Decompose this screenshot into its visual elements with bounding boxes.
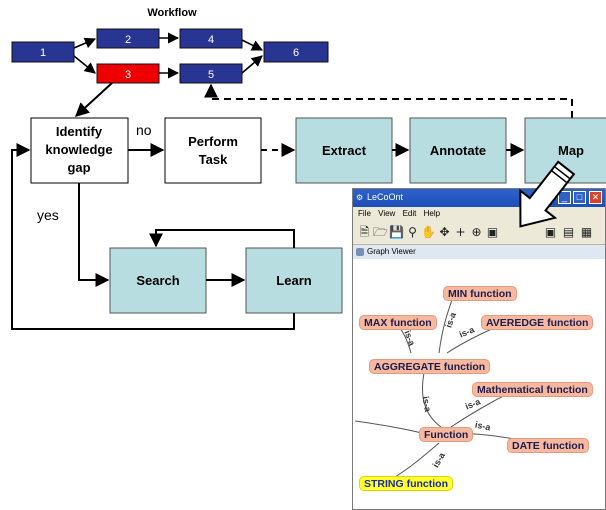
workflow-node-4: 4 xyxy=(179,28,243,49)
hand-icon[interactable]: ✋ xyxy=(421,225,436,239)
open-folder-icon[interactable]: 🗁 xyxy=(373,225,388,239)
new-file-icon[interactable]: 🗎 xyxy=(359,225,370,239)
dashed-feedback-arrow xyxy=(204,83,573,118)
perform-line-1: Perform xyxy=(188,134,238,149)
workflow-node-3-label: 3 xyxy=(125,69,131,81)
window-title: LeCoOnt xyxy=(367,192,404,202)
toolbar: 🗎 🗁 💾 ⚲ ✋ ✥ + ⊕ ▣ ▣ ▤ ▦ xyxy=(353,221,605,245)
extract-box: Extract xyxy=(295,117,393,184)
yes-label: yes xyxy=(37,207,59,223)
perform-task-box: Perform Task xyxy=(164,117,262,184)
lecoont-window: ⚙ LeCoOnt _ □ ✕ File View Edit Help 🗎 🗁 … xyxy=(352,188,606,510)
menu-view[interactable]: View xyxy=(378,209,396,218)
move-icon[interactable]: ✥ xyxy=(439,225,450,239)
zoom-icon[interactable]: ⚲ xyxy=(408,225,417,239)
identify-line-2: knowledge xyxy=(45,142,112,157)
search-box: Search xyxy=(109,247,207,314)
layout-icon[interactable]: ▣ xyxy=(486,225,499,239)
graph-node-mathematical[interactable]: Mathematical function xyxy=(472,382,593,397)
annotate-label: Annotate xyxy=(430,143,486,158)
workflow-node-1: 1 xyxy=(11,41,75,63)
workflow-node-5-label: 5 xyxy=(208,69,214,81)
menu-bar: File View Edit Help xyxy=(353,207,605,221)
save-icon[interactable]: 💾 xyxy=(389,225,404,239)
close-button[interactable]: ✕ xyxy=(589,191,602,204)
workflow-node-4-label: 4 xyxy=(208,34,214,46)
minimize-button[interactable]: _ xyxy=(558,191,571,204)
workflow-arrows xyxy=(73,32,264,117)
graph-node-aggregate[interactable]: AGGREGATE function xyxy=(369,359,491,374)
maximize-button[interactable]: □ xyxy=(573,191,586,204)
graph-node-averedge[interactable]: AVEREDGE function xyxy=(481,315,594,330)
graph-node-function[interactable]: Function xyxy=(419,427,474,442)
menu-help[interactable]: Help xyxy=(423,209,441,218)
menu-edit[interactable]: Edit xyxy=(402,209,417,218)
extract-label: Extract xyxy=(322,143,367,158)
process-arrows xyxy=(11,143,525,330)
identify-knowledge-gap-box: Identify knowledge gap xyxy=(30,117,129,184)
graph-node-max[interactable]: MAX function xyxy=(359,315,437,330)
annotate-box: Annotate xyxy=(409,117,507,184)
graph-viewer-title: Graph Viewer xyxy=(367,247,416,256)
workflow-node-2-label: 2 xyxy=(125,34,131,46)
workflow-node-6: 6 xyxy=(263,41,329,63)
graph-node-min[interactable]: MIN function xyxy=(443,286,517,301)
split-icon[interactable]: ▦ xyxy=(580,225,593,239)
search-label: Search xyxy=(136,273,179,288)
graph-node-date[interactable]: DATE function xyxy=(507,438,590,453)
frame-icon[interactable]: ▣ xyxy=(544,225,557,239)
workflow-node-1-label: 1 xyxy=(40,47,46,59)
workflow-node-5: 5 xyxy=(179,63,243,84)
app-icon: ⚙ xyxy=(356,193,364,202)
graph-node-string[interactable]: STRING function xyxy=(359,476,453,491)
workflow-node-6-label: 6 xyxy=(293,47,299,59)
add-node-icon[interactable]: ⊕ xyxy=(471,225,482,239)
perform-line-2: Task xyxy=(199,152,228,167)
learn-box: Learn xyxy=(245,247,343,314)
graph-viewer-header: Graph Viewer xyxy=(353,245,605,259)
add-icon[interactable]: + xyxy=(455,225,466,239)
no-label: no xyxy=(136,122,152,138)
window-titlebar: ⚙ LeCoOnt _ □ ✕ xyxy=(353,189,605,207)
map-box: Map xyxy=(524,117,606,184)
learn-label: Learn xyxy=(276,273,311,288)
identify-line-1: Identify xyxy=(56,124,103,139)
identify-line-3: gap xyxy=(67,160,90,175)
graph-canvas[interactable]: is-a is-a is-a is-a is-a is-a is-a MIN f… xyxy=(355,261,603,507)
workflow-node-3: 3 xyxy=(96,63,160,84)
map-label: Map xyxy=(558,143,584,158)
menu-file[interactable]: File xyxy=(358,209,371,218)
workflow-node-2: 2 xyxy=(96,28,160,49)
panel-icon[interactable]: ▤ xyxy=(562,225,575,239)
workflow-title: Workflow xyxy=(147,7,197,19)
graph-viewer-icon xyxy=(356,248,364,256)
